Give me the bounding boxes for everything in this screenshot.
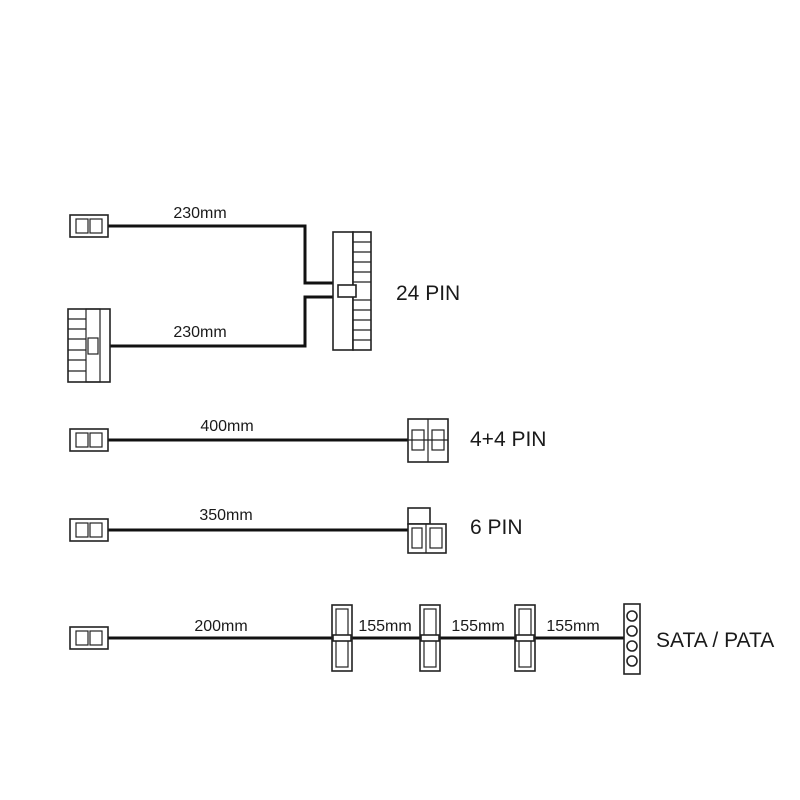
connector-name-label: 6 PIN — [470, 516, 523, 539]
length-label: 155mm — [358, 618, 411, 635]
sata-connector-icon — [331, 604, 353, 672]
length-label: 200mm — [194, 618, 247, 635]
psu-plug-4plus4pin-icon — [69, 428, 109, 452]
length-label: 400mm — [200, 418, 253, 435]
length-label: 350mm — [199, 507, 252, 524]
pcie-6pin-connector-icon — [407, 507, 447, 554]
length-label: 230mm — [173, 324, 226, 341]
eps-4plus4pin-connector-icon — [407, 418, 449, 463]
length-label: 230mm — [173, 205, 226, 222]
cable-6pin: 350mm 6 PIN — [69, 507, 523, 554]
connector-name-label: 4+4 PIN — [470, 428, 546, 451]
sata-connector-icon — [419, 604, 441, 672]
connector-name-label: SATA / PATA — [656, 629, 774, 652]
cable-4plus4pin: 400mm 4+4 PIN — [69, 418, 546, 463]
molex-pata-connector-icon — [623, 603, 641, 675]
psu-plug-24pin-bottom-icon — [67, 308, 111, 383]
psu-plug-24pin-top-icon — [69, 214, 109, 238]
wire-24pin-bottom — [108, 295, 333, 348]
connector-name-label: 24 PIN — [396, 282, 460, 305]
cable-24pin: 230mm 230mm 24 PIN — [67, 205, 460, 383]
psu-plug-sata-icon — [69, 626, 109, 650]
psu-plug-6pin-icon — [69, 518, 109, 542]
atx-24pin-connector-icon — [332, 231, 372, 351]
cable-sata-pata: 200mm 155mm 155mm 155mm SATA / PATA — [69, 603, 774, 675]
sata-connector-icon — [514, 604, 536, 672]
length-label: 155mm — [546, 618, 599, 635]
wire-24pin-top — [108, 224, 333, 285]
length-label: 155mm — [451, 618, 504, 635]
